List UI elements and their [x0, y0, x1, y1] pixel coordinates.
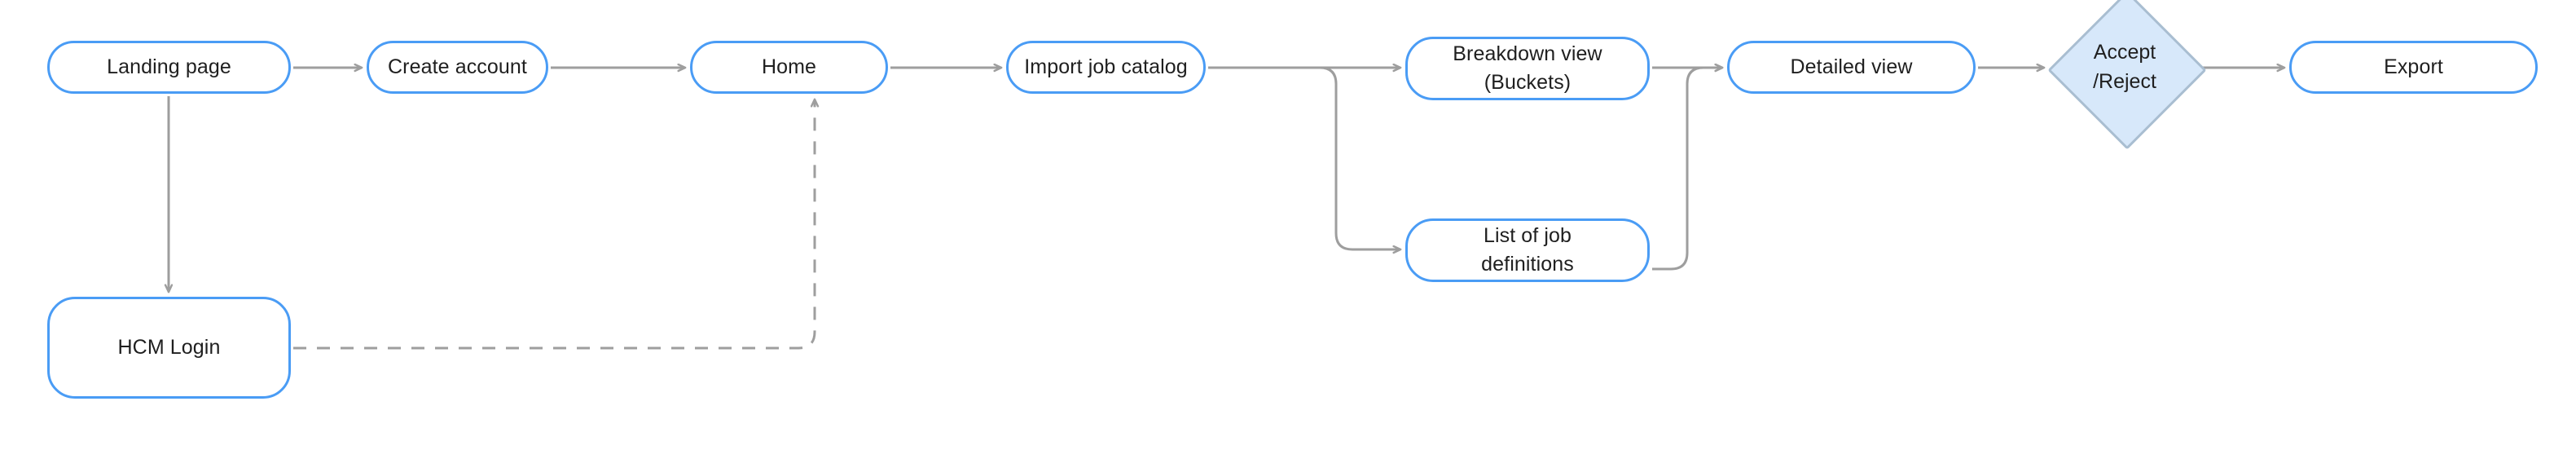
node-label: Breakdown view (Buckets) — [1453, 42, 1602, 95]
node-list-of-job-definitions[interactable]: List of job definitions — [1405, 218, 1650, 282]
node-label: List of job definitions — [1481, 223, 1574, 276]
node-hcm-login[interactable]: HCM Login — [47, 297, 291, 399]
edge-hcm-to-home — [293, 99, 815, 350]
edge-import-to-list — [1319, 66, 1400, 249]
node-import-job-catalog[interactable]: Import job catalog — [1006, 41, 1206, 94]
node-label: Detailed view — [1790, 55, 1913, 78]
node-label: Import job catalog — [1024, 55, 1188, 78]
node-label: Accept /Reject — [2093, 41, 2156, 93]
node-accept-reject-decision[interactable]: Accept /Reject — [2047, 0, 2207, 150]
node-create-account[interactable]: Create account — [367, 41, 548, 94]
node-breakdown-view[interactable]: Breakdown view (Buckets) — [1405, 37, 1650, 100]
node-label: Export — [2384, 55, 2443, 78]
node-label: Create account — [388, 55, 527, 78]
node-export[interactable]: Export — [2289, 41, 2538, 94]
node-label: Home — [761, 55, 817, 78]
node-landing-page[interactable]: Landing page — [47, 41, 291, 94]
node-label: Landing page — [107, 55, 231, 78]
node-detailed-view[interactable]: Detailed view — [1727, 41, 1976, 94]
node-label: HCM Login — [117, 335, 221, 359]
edge-list-to-detailed — [1652, 68, 1722, 271]
node-home[interactable]: Home — [690, 41, 888, 94]
